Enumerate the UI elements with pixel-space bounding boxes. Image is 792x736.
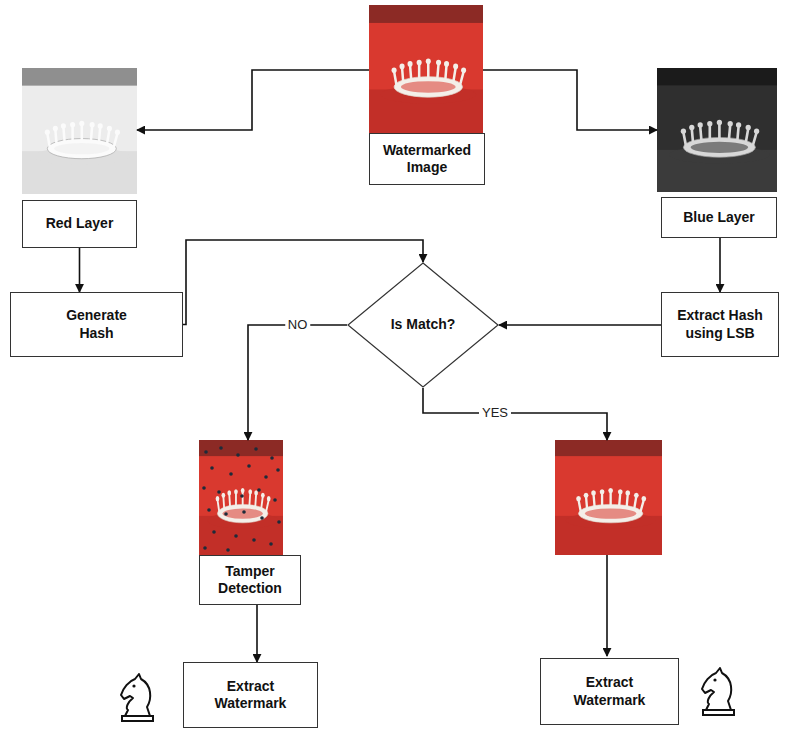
connector (79, 248, 81, 292)
verified-photo (555, 440, 662, 555)
connector (248, 325, 347, 440)
box-label: Red Layer (46, 215, 114, 233)
process-box: Extract Watermark (540, 440, 679, 725)
tampered-photo (212, 530, 216, 534)
tampered-photo (242, 510, 246, 514)
tampered-photo (264, 475, 268, 479)
watermarked-photo (369, 5, 483, 133)
edge-label: YES (479, 405, 511, 421)
process-box: Extract Hash using LSB (661, 292, 779, 357)
connector (423, 388, 607, 440)
watermarked-photo (369, 5, 483, 133)
flow-arrow (606, 555, 608, 656)
tampered-photo (204, 450, 208, 454)
tampered-photo (270, 456, 274, 460)
diamond-outline (348, 263, 498, 387)
process-box: Extract Watermark (540, 658, 679, 725)
edge-label: NO (285, 317, 311, 333)
tampered-photo (240, 494, 244, 498)
tampered-photo (252, 538, 256, 542)
tampered-photo (202, 486, 206, 490)
tampered-photo (226, 548, 230, 552)
process-box: Extract Watermark (183, 662, 318, 728)
process-box: Generate Hash (10, 292, 183, 357)
connector (137, 70, 369, 130)
image-label-box: Watermarked Image (369, 5, 483, 185)
red-layer-photo (22, 68, 137, 194)
tampered-photo (199, 440, 283, 555)
tampered-photo (277, 520, 281, 524)
box-label: Tamper Detection (205, 563, 295, 598)
tampered-photo (203, 546, 207, 550)
result-box: Tamper Detection (199, 440, 297, 605)
box-label: Generate Hash (52, 307, 142, 342)
box-label: Blue Layer (683, 209, 755, 227)
decision-diamond: Is Match? (347, 262, 499, 388)
tampered-photo (276, 468, 280, 472)
connector (483, 70, 657, 130)
result-box: Tamper Detection (199, 555, 301, 605)
image-label-box: Watermarked Image (369, 133, 485, 185)
connectors (80, 70, 721, 662)
tampered-photo (229, 472, 233, 476)
tampered-photo (207, 508, 211, 512)
layer-box: Red Layer (22, 68, 137, 248)
box-label: Is Match? (391, 316, 456, 334)
box-label: Watermarked Image (375, 142, 479, 177)
verified-photo (555, 440, 662, 555)
tampered-photo (257, 488, 261, 492)
tampered-photo (224, 512, 228, 516)
box-label: Extract Watermark (560, 674, 660, 709)
layer-box: Blue Layer (661, 197, 777, 238)
knight-icon (121, 674, 153, 721)
box-label: Extract Hash using LSB (667, 307, 773, 342)
knight-icon (702, 668, 734, 715)
tampered-photo (217, 490, 221, 494)
blue-layer-photo (657, 68, 777, 192)
connector (256, 605, 258, 662)
tampered-photo (254, 447, 258, 451)
tampered-photo (273, 498, 277, 502)
connector (499, 324, 661, 326)
blue-layer-photo (657, 68, 777, 192)
tampered-photo (234, 534, 238, 538)
tampered-photo (236, 453, 240, 457)
box-label: Extract Watermark (201, 678, 301, 713)
tampered-photo (199, 440, 283, 555)
layer-box: Red Layer (22, 200, 137, 248)
tampered-photo (202, 446, 281, 552)
connector (719, 238, 721, 292)
tampered-photo (219, 446, 223, 450)
tampered-photo (247, 464, 251, 468)
layer-box: Blue Layer (657, 68, 777, 238)
red-layer-photo (22, 68, 137, 194)
tampered-photo (260, 516, 264, 520)
tampered-photo (269, 542, 273, 546)
tampered-photo (210, 466, 214, 470)
